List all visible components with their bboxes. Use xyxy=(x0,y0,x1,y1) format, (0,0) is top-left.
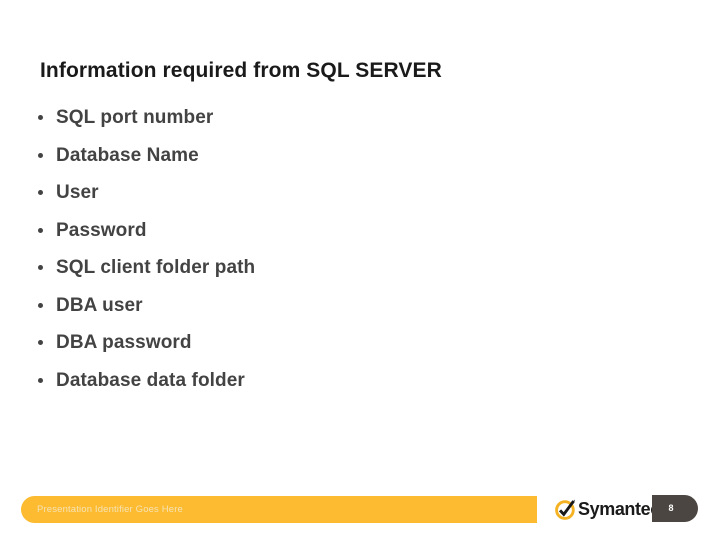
bullet-dot-icon xyxy=(38,265,43,270)
bullet-dot-icon xyxy=(38,115,43,120)
presentation-identifier-label: Presentation Identifier Goes Here xyxy=(37,504,183,515)
page-title: Information required from SQL SERVER xyxy=(40,59,442,82)
symantec-logo: Symantec. xyxy=(554,495,662,523)
requirements-list: SQL port number Database Name User Passw… xyxy=(34,104,674,404)
symantec-brand-name: Symantec xyxy=(578,498,660,519)
bullet-dot-icon xyxy=(38,302,43,308)
page-number-badge: 8 xyxy=(652,495,698,522)
list-item: Database data folder xyxy=(34,367,674,405)
bullet-dot-icon xyxy=(38,377,43,383)
list-item-label: User xyxy=(56,182,99,203)
list-item-label: Database data folder xyxy=(56,369,245,391)
list-item-label: SQL client folder path xyxy=(56,257,256,278)
list-item-label: DBA user xyxy=(56,294,143,316)
list-item-label: DBA password xyxy=(56,332,192,353)
list-item: Database Name xyxy=(34,142,674,180)
symantec-wordmark: Symantec. xyxy=(578,498,662,521)
list-item: User xyxy=(34,179,674,217)
list-item: SQL client folder path xyxy=(34,254,674,292)
list-item: DBA user xyxy=(34,292,674,330)
symantec-checkmark-icon xyxy=(555,498,575,520)
presentation-identifier-bar: Presentation Identifier Goes Here xyxy=(21,496,537,523)
list-item-label: Password xyxy=(56,219,147,241)
list-item: DBA password xyxy=(34,329,674,367)
slide-footer: Presentation Identifier Goes Here Symant… xyxy=(0,488,720,532)
list-item: Password xyxy=(34,217,674,255)
list-item-label: Database Name xyxy=(56,144,199,166)
list-item: SQL port number xyxy=(34,104,674,142)
bullet-dot-icon xyxy=(38,152,43,158)
bullet-dot-icon xyxy=(38,340,43,345)
page-number-label: 8 xyxy=(668,503,674,513)
list-item-label: SQL port number xyxy=(56,107,214,128)
bullet-dot-icon xyxy=(38,227,43,233)
bullet-dot-icon xyxy=(38,190,43,195)
